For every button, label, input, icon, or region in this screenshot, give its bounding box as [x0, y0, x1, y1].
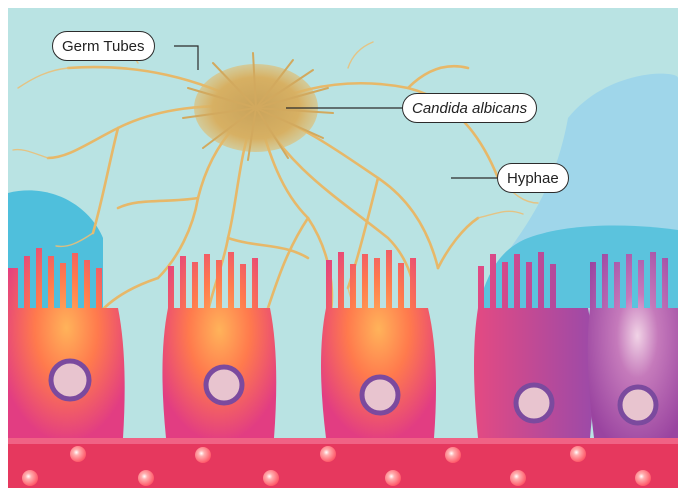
nucleus-3 — [362, 377, 398, 413]
germ-tubes-label: Germ Tubes — [52, 31, 155, 61]
nucleus-4 — [516, 385, 552, 421]
candida-albicans-label: Candida albicans — [402, 93, 537, 123]
nucleus-1 — [51, 361, 89, 399]
nucleus-2 — [206, 367, 242, 403]
blood-vessel — [8, 438, 678, 488]
nucleus-5 — [620, 387, 656, 423]
hyphae-label: Hyphae — [497, 163, 569, 193]
candida-invasion-diagram — [8, 8, 678, 488]
